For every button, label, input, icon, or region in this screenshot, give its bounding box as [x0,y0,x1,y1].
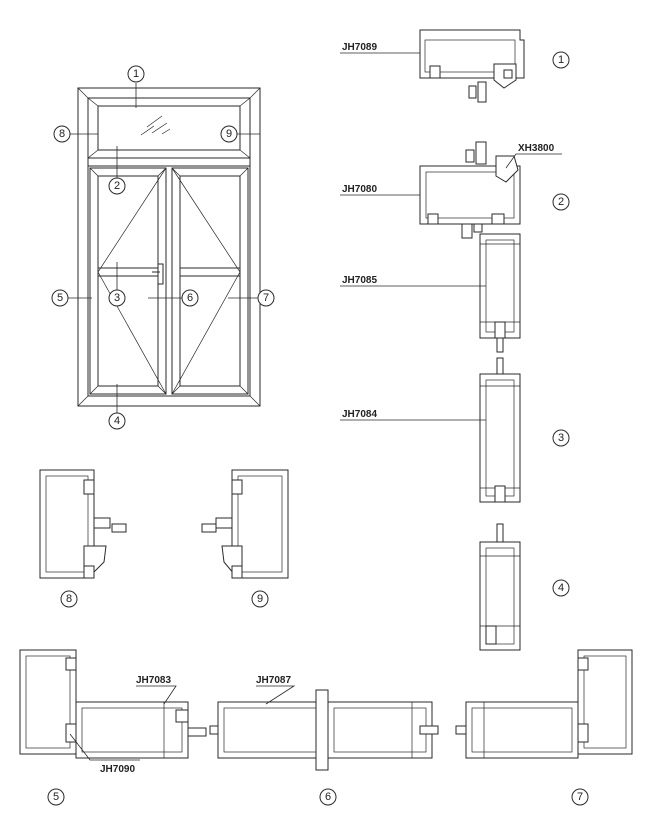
section-callout-7: 7 [577,791,583,803]
door-elevation [68,83,261,413]
door-outer-frame [77,87,261,407]
door-callout-1: 1 [133,68,139,80]
section-callout-3: 3 [558,432,564,444]
section-callout-1: 1 [558,54,564,66]
section-callout-8: 8 [66,593,72,605]
section-1-profile [419,29,525,103]
door-callout-6: 6 [187,292,193,304]
door-callout-4: 4 [114,415,120,427]
left-leaf [89,167,167,395]
section-callout-2: 2 [558,196,564,208]
label-jh7087: JH7087 [256,675,291,686]
transom-glass [97,105,241,151]
door-callout-7: 7 [263,292,269,304]
section-callout-9: 9 [257,593,263,605]
label-jh7089: JH7089 [342,42,377,53]
door-callout-2: 2 [114,180,120,192]
section-9-profile [201,469,289,579]
label-jh7084: JH7084 [342,409,377,420]
section-callout-5: 5 [53,791,59,803]
section-callout-6: 6 [325,791,331,803]
label-jh7085: JH7085 [342,275,377,286]
section-2-profile [419,141,521,239]
door-callout-3: 3 [114,292,120,304]
section-5-profile [19,649,207,759]
door-callout-5: 5 [57,292,63,304]
door-callouts: 1 8 9 2 3 5 6 7 4 [51,65,275,430]
door-inner-frame [87,97,251,397]
callout-circle [127,65,145,83]
door-handle-icon [157,263,164,285]
right-leaf [171,167,249,395]
label-jh7090: JH7090 [100,764,135,775]
label-jh7083: JH7083 [136,675,171,686]
section-7-profile [455,649,633,759]
section-8-profile [39,469,127,579]
section-3-upper-profile [479,233,521,353]
label-xh3800: XH3800 [518,143,555,154]
door-callout-9: 9 [226,128,232,140]
section-3-lower-profile [479,357,521,503]
door-callout-8: 8 [59,128,65,140]
section-4-profile [479,523,521,651]
section-callout-4: 4 [558,582,564,594]
label-jh7080: JH7080 [342,184,377,195]
section-6-profile [209,689,439,771]
